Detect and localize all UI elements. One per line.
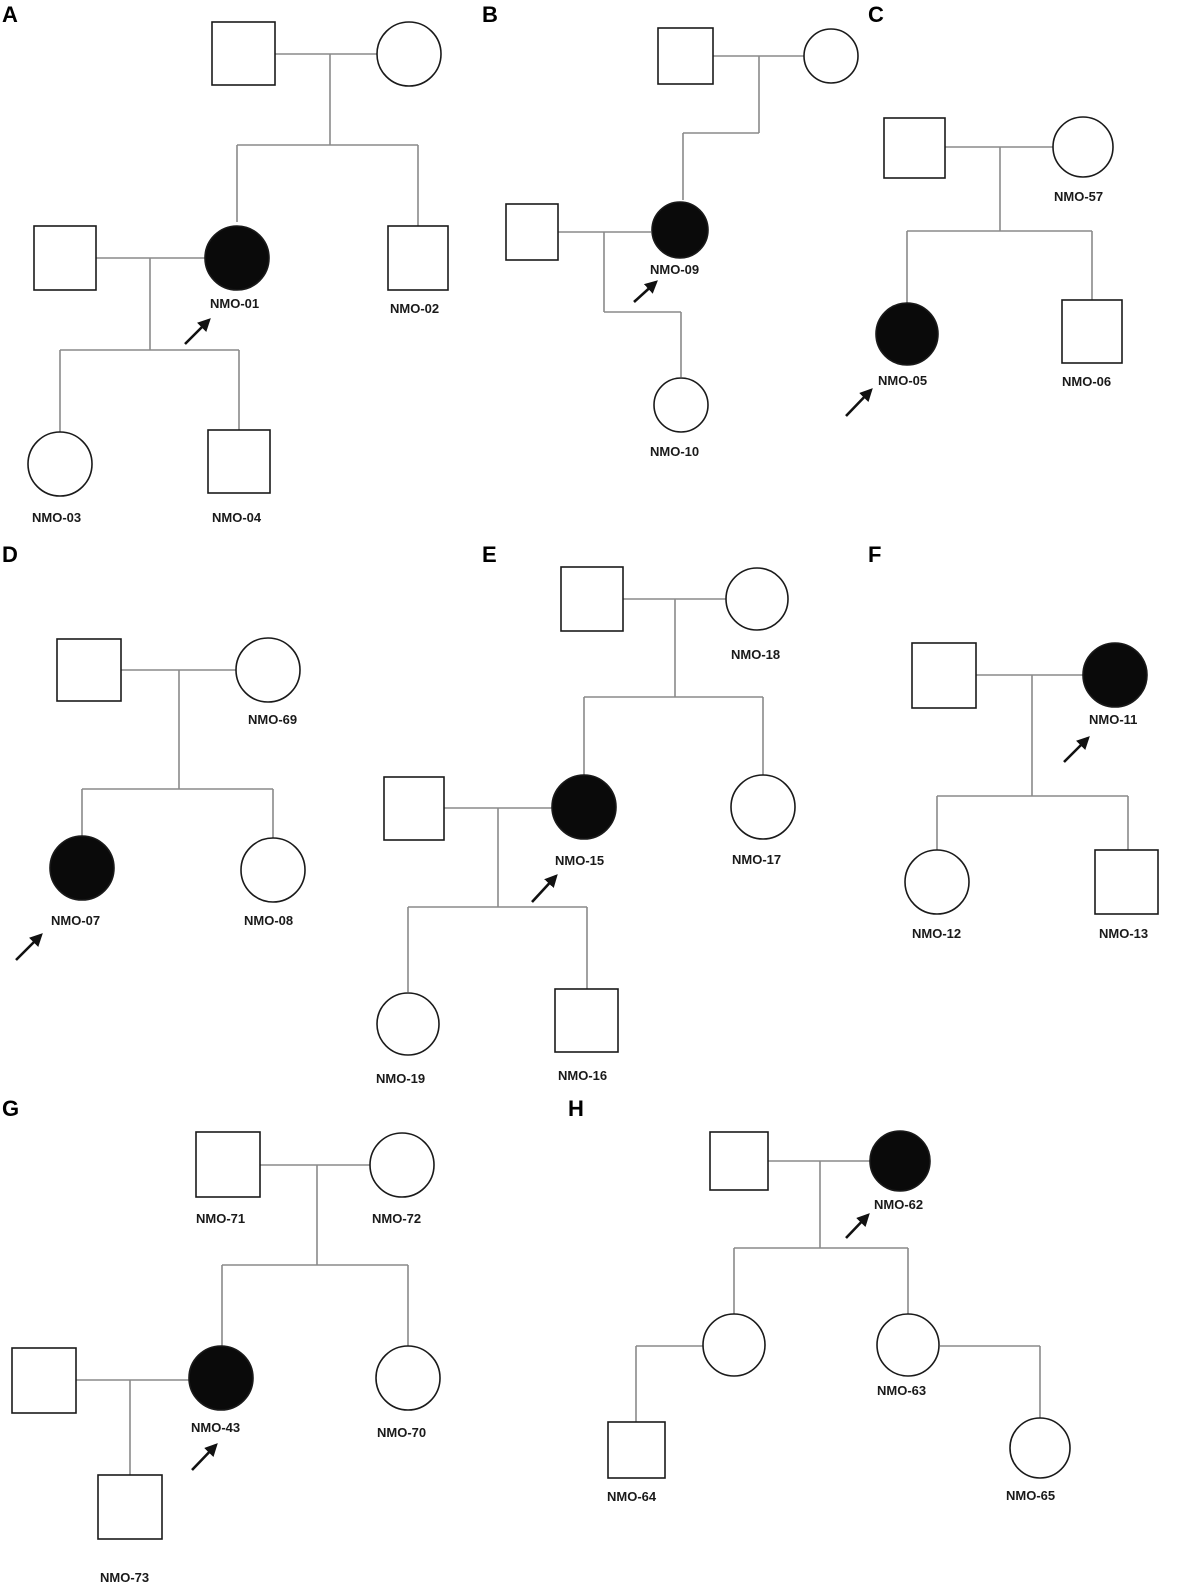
b-daughter-circle <box>653 377 709 433</box>
label-nmo-18: NMO-18 <box>731 647 780 662</box>
a-grandfather-square <box>211 21 276 86</box>
d-proband-affected-circle <box>49 835 115 901</box>
d-proband-arrow <box>15 933 43 961</box>
label-nmo-06: NMO-06 <box>1062 374 1111 389</box>
label-nmo-19: NMO-19 <box>376 1071 425 1086</box>
label-nmo-73: NMO-73 <box>100 1570 149 1585</box>
panel-g: G NMO-71 NMO-72 NMO-43 NMO-70 NMO-73 <box>2 1096 441 1585</box>
h-grandson-square <box>607 1421 666 1479</box>
panel-letter-e: E <box>482 542 497 567</box>
h-daughter-circle-2 <box>876 1313 940 1377</box>
h-granddaughter-circle <box>1009 1417 1071 1479</box>
label-nmo-01: NMO-01 <box>210 296 259 311</box>
b-grandmother-circle <box>803 28 859 84</box>
b-spouse-square <box>505 203 559 261</box>
f-daughter-circle <box>904 849 970 915</box>
label-nmo-65: NMO-65 <box>1006 1488 1055 1503</box>
panel-d: D NMO-69 NMO-07 NMO-08 <box>2 542 306 961</box>
c-sibling-square <box>1061 299 1123 364</box>
label-nmo-04: NMO-04 <box>212 510 262 525</box>
g-sibling-circle <box>375 1345 441 1411</box>
f-son-square <box>1094 849 1159 915</box>
g-proband-arrow <box>191 1443 218 1471</box>
label-nmo-69: NMO-69 <box>248 712 297 727</box>
c-grandmother-circle <box>1052 116 1114 178</box>
label-nmo-71: NMO-71 <box>196 1211 245 1226</box>
label-nmo-62: NMO-62 <box>874 1197 923 1212</box>
e-grandmother-circle <box>725 567 789 631</box>
label-nmo-70: NMO-70 <box>377 1425 426 1440</box>
label-nmo-11: NMO-11 <box>1089 712 1137 727</box>
a-grandmother-circle <box>376 21 442 87</box>
c-proband-affected-circle <box>875 302 939 366</box>
label-nmo-12: NMO-12 <box>912 926 961 941</box>
b-proband-affected-circle <box>651 201 709 259</box>
label-nmo-08: NMO-08 <box>244 913 293 928</box>
f-spouse-square <box>911 642 977 709</box>
panel-b: B NMO-09 NMO-10 <box>482 2 859 459</box>
label-nmo-09: NMO-09 <box>650 262 699 277</box>
b-proband-arrow <box>633 280 658 303</box>
panel-letter-h: H <box>568 1096 584 1121</box>
d-sibling-circle <box>240 837 306 903</box>
label-nmo-63: NMO-63 <box>877 1383 926 1398</box>
panel-a: A NMO-01 NMO-02 NMO-03 NMO-04 <box>2 2 449 525</box>
label-nmo-02: NMO-02 <box>390 301 439 316</box>
panel-letter-d: D <box>2 542 18 567</box>
b-grandfather-square <box>657 27 714 85</box>
panel-letter-g: G <box>2 1096 19 1121</box>
panel-h: H NMO-62 NMO-63 NMO-64 NMO-65 <box>568 1096 1071 1504</box>
h-proband-affected-circle <box>869 1130 931 1192</box>
label-nmo-10: NMO-10 <box>650 444 699 459</box>
panel-letter-b: B <box>482 2 498 27</box>
e-proband-arrow <box>531 874 558 903</box>
label-nmo-13: NMO-13 <box>1099 926 1148 941</box>
label-nmo-15: NMO-15 <box>555 853 604 868</box>
panel-letter-a: A <box>2 2 18 27</box>
e-grandfather-square <box>560 566 624 632</box>
g-spouse-square <box>11 1347 77 1414</box>
h-daughter-circle <box>702 1313 766 1377</box>
h-spouse-square <box>709 1131 769 1191</box>
label-nmo-17: NMO-17 <box>732 852 781 867</box>
e-proband-affected-circle <box>551 774 617 840</box>
label-nmo-72: NMO-72 <box>372 1211 421 1226</box>
g-grandmother-circle <box>369 1132 435 1198</box>
g-son-square <box>97 1474 163 1540</box>
a-daughter-circle <box>27 431 93 497</box>
d-grandmother-circle <box>235 637 301 703</box>
a-spouse-square <box>33 225 97 291</box>
g-proband-affected-circle <box>188 1345 254 1411</box>
label-nmo-43: NMO-43 <box>191 1420 240 1435</box>
a-sibling-square <box>387 225 449 291</box>
a-son-square <box>207 429 271 494</box>
panel-c: C NMO-57 NMO-05 NMO-06 <box>845 2 1123 417</box>
label-nmo-07: NMO-07 <box>51 913 100 928</box>
label-nmo-05: NMO-05 <box>878 373 927 388</box>
g-grandfather-square <box>195 1131 261 1198</box>
a-proband-affected-circle <box>204 225 270 291</box>
label-nmo-16: NMO-16 <box>558 1068 607 1083</box>
c-proband-arrow <box>845 388 873 417</box>
d-grandfather-square <box>56 638 122 702</box>
e-spouse-square <box>383 776 445 841</box>
e-son-square <box>554 988 619 1053</box>
a-proband-arrow <box>184 318 211 345</box>
panel-letter-f: F <box>868 542 881 567</box>
panel-letter-c: C <box>868 2 884 27</box>
e-sibling-circle <box>730 774 796 840</box>
label-nmo-03: NMO-03 <box>32 510 81 525</box>
panel-f: F NMO-11 NMO-12 NMO-13 <box>868 542 1159 941</box>
f-proband-affected-circle <box>1082 642 1148 708</box>
c-grandfather-square <box>883 117 946 179</box>
label-nmo-57: NMO-57 <box>1054 189 1103 204</box>
h-proband-arrow <box>845 1213 870 1239</box>
label-nmo-64: NMO-64 <box>607 1489 657 1504</box>
f-proband-arrow <box>1063 736 1090 763</box>
e-daughter-circle <box>376 992 440 1056</box>
panel-e: E NMO-18 NMO-15 NMO-17 NMO-19 NMO-16 <box>376 542 796 1086</box>
